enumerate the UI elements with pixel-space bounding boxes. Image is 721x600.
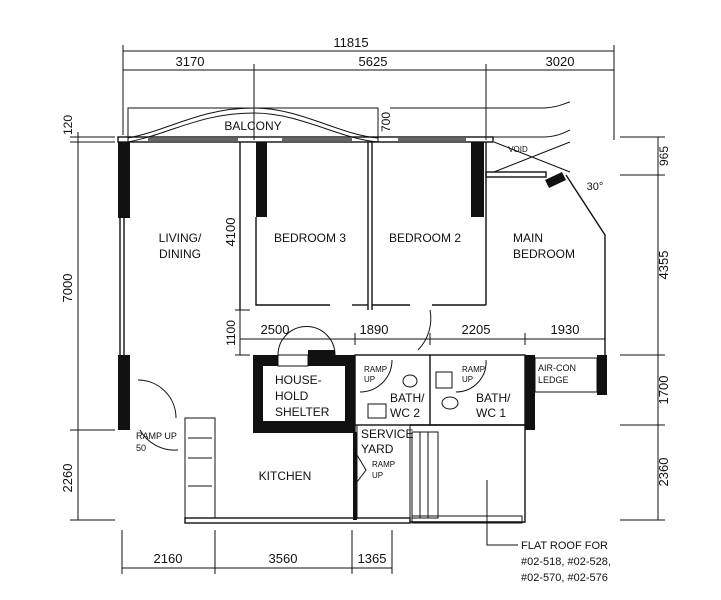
dim-right-1: 965 (657, 146, 671, 166)
label-ramp-service-2: UP (372, 471, 383, 480)
dim-overall: 11815 (333, 35, 368, 50)
dim-corridor-3: 2205 (462, 322, 491, 337)
label-kitchen: KITCHEN (259, 469, 312, 483)
label-ramp-bath1-2: UP (462, 375, 473, 384)
dim-bottom-3: 1365 (358, 551, 387, 566)
label-ramp-bath1-1: RAMP (462, 365, 485, 374)
label-entry-ramp: RAMP UP (136, 431, 177, 441)
dim-left-2: 7000 (60, 274, 75, 303)
dim-bottom-2: 3560 (269, 551, 298, 566)
label-ramp-bath2-1: RAMP (364, 365, 387, 374)
dim-angle: 30° (587, 181, 604, 193)
dim-inner-1: 4100 (223, 218, 238, 247)
label-shelter-3: SHELTER (275, 405, 330, 419)
label-main-2: BEDROOM (513, 247, 575, 261)
label-service-2: YARD (361, 442, 394, 456)
walls (117, 136, 607, 524)
dim-right-4: 2360 (656, 458, 671, 487)
dim-corridor-2: 1890 (360, 322, 389, 337)
label-service-1: SERVICE (361, 427, 413, 441)
label-aircon-2: LEDGE (538, 375, 569, 385)
label-entry-ramp-num: 50 (136, 443, 146, 453)
dim-bottom-1: 2160 (154, 551, 183, 566)
dim-corridor-4: 1930 (551, 322, 580, 337)
label-bath1-2: WC 1 (476, 406, 506, 420)
label-ramp-bath2-2: UP (364, 375, 375, 384)
label-aircon-1: AIR-CON (538, 363, 576, 373)
label-living-2: DINING (159, 247, 201, 261)
label-ramp-service-1: RAMP (372, 460, 395, 469)
label-bath1-1: BATH/ (476, 391, 511, 405)
note-line-3: #02-570, #02-576 (521, 572, 608, 584)
flat-roof-note: FLAT ROOF FOR #02-518, #02-528, #02-570,… (521, 540, 611, 584)
label-shelter-2: HOLD (275, 389, 309, 403)
dim-left-1: 120 (61, 115, 75, 135)
dim-right-2: 4355 (656, 251, 671, 280)
dim-balcony: 700 (379, 112, 393, 132)
dim-top-3: 3020 (546, 54, 575, 69)
note-line-1: FLAT ROOF FOR (521, 540, 608, 552)
label-balcony: BALCONY (224, 119, 281, 133)
note-line-2: #02-518, #02-528, (521, 556, 611, 568)
balcony (127, 101, 571, 143)
room-labels: BALCONY VOID LIVING/ DINING BEDROOM 3 BE… (136, 119, 576, 483)
dim-inner-2: 1100 (224, 320, 238, 346)
dim-top-2: 5625 (359, 54, 388, 69)
label-shelter-1: HOUSE- (275, 373, 322, 387)
dim-top-1: 3170 (176, 54, 205, 69)
label-bedroom-3: BEDROOM 3 (274, 231, 346, 245)
dim-left-3: 2260 (60, 464, 75, 493)
label-void: VOID (508, 145, 528, 154)
dimension-labels: 11815 3170 5625 3020 700 120 7000 2260 4… (60, 35, 671, 566)
label-bath2-1: BATH/ (390, 391, 425, 405)
label-main-1: MAIN (513, 231, 543, 245)
label-bath2-2: WC 2 (390, 406, 420, 420)
label-bedroom-2: BEDROOM 2 (389, 231, 461, 245)
dim-corridor-1: 2500 (261, 322, 290, 337)
label-living-1: LIVING/ (159, 231, 202, 245)
dim-right-3: 1700 (656, 376, 671, 405)
